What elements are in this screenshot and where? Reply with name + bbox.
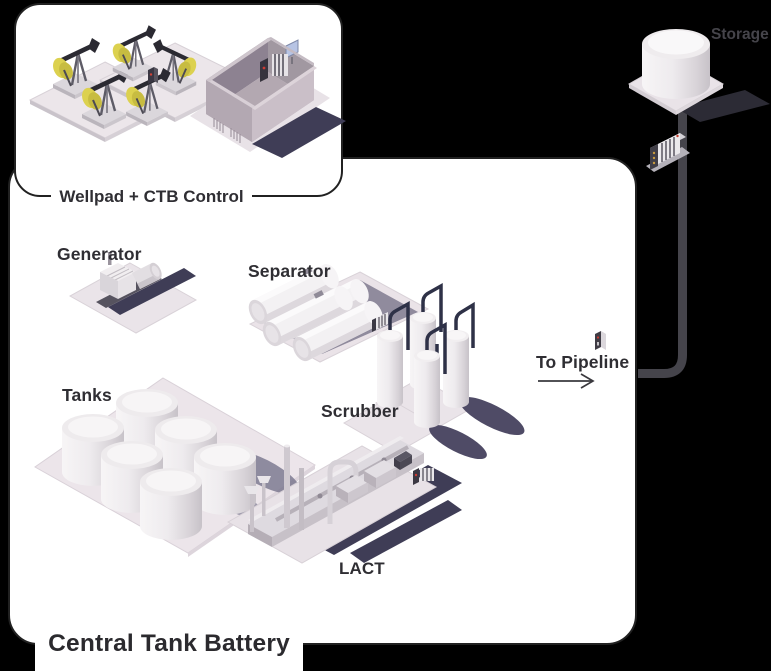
pipeline-connection-icon [638, 90, 687, 378]
remote-terminal-unit-icon [646, 133, 690, 172]
generator-label: Generator [57, 244, 142, 264]
page-title: Central Tank Battery [35, 617, 303, 671]
tanks-label: Tanks [62, 385, 112, 405]
wellpad-panel [14, 3, 343, 197]
storage-label: Storage [711, 26, 769, 43]
scrubber-label: Scrubber [321, 401, 399, 421]
lact-label: LACT [339, 559, 385, 578]
separator-label: Separator [248, 261, 331, 281]
wellpad-label: Wellpad + CTB Control [51, 186, 252, 207]
to-pipeline-label: To Pipeline [536, 352, 630, 372]
